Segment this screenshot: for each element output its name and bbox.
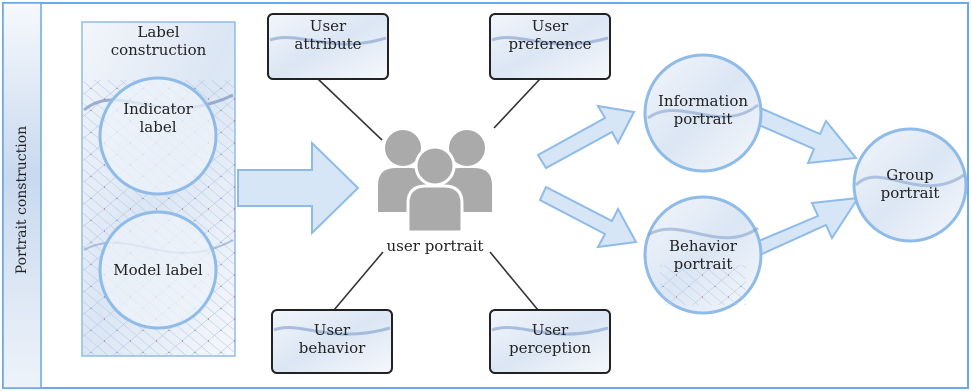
connector-lines [317,78,541,311]
information-portrait-text: Information portrait [657,92,749,128]
user-preference-box [489,13,611,80]
user-perception-box [489,309,611,374]
user-preference-text: User preference [508,17,592,53]
group-portrait-circle [852,127,968,243]
user-behavior-text: User behavior [298,321,366,357]
portrait-construction-label: Portrait construction [14,125,31,275]
indicator-label-circle [98,76,218,196]
user-group-icon [378,130,492,234]
arrow-to-user-portrait [237,140,360,236]
side-column [2,2,42,389]
arrow-to-behavior-portrait [538,185,638,249]
user-attribute-box [267,13,389,80]
model-label-text: Model label [113,261,203,279]
arrow-info-to-group [750,105,858,165]
user-portrait-label: user portrait [386,237,484,255]
user-attribute-text: User attribute [294,17,362,53]
group-portrait-text: Group portrait [880,166,940,202]
user-behavior-box [271,309,393,374]
model-label-circle [98,210,218,330]
arrow-behavior-to-group [752,196,860,256]
user-perception-text: User perception [508,321,592,357]
behavior-portrait-text: Behavior portrait [669,237,737,273]
label-construction-title: Label construction [110,23,207,59]
indicator-label-text: Indicator label [123,100,193,136]
behavior-portrait-circle [643,195,763,315]
arrow-to-information-portrait [536,104,636,170]
information-portrait-circle [643,53,763,173]
